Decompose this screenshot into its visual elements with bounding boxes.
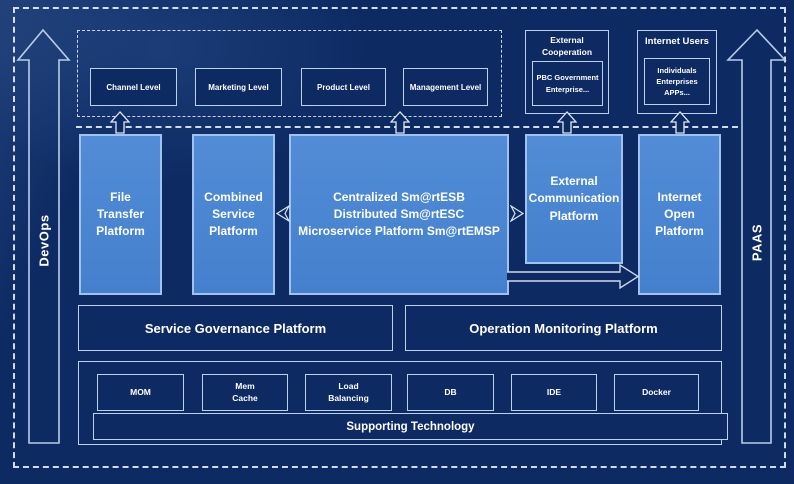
- external-cooperation-members-box: PBC Government Enterprise...: [532, 61, 603, 106]
- tech-box-mem-cache: Mem Cache: [202, 374, 288, 411]
- governance-label: Service Governance Platform: [144, 320, 327, 336]
- platform-internet-open: Internet Open Platform: [638, 134, 721, 295]
- outer-dashed-frame: [13, 7, 786, 468]
- devops-arrow-icon: [16, 28, 71, 444]
- internet-users-members-box: Individuals Enterprises APPs...: [644, 58, 710, 105]
- platform-file-transfer: File Transfer Platform: [79, 134, 162, 295]
- supporting-technology-bar: Supporting Technology: [93, 413, 728, 440]
- tech-box-docker: Docker: [614, 374, 699, 411]
- long-right-arrow-icon: [507, 263, 640, 290]
- platform-label: Centralized Sm@rtESB Distributed Sm@rtES…: [298, 189, 500, 239]
- external-cooperation-title: External Cooperation: [541, 35, 593, 58]
- level-label: Marketing Level: [208, 82, 269, 92]
- service-governance-platform: Service Governance Platform: [78, 305, 393, 351]
- platform-label: File Transfer Platform: [96, 189, 145, 239]
- tech-box-db: DB: [407, 374, 494, 411]
- platform-label: External Communication Platform: [528, 174, 620, 223]
- tech-label: Mem Cache: [232, 380, 258, 403]
- right-arrow-icon: [509, 205, 524, 222]
- paas-arrow-icon: [726, 28, 787, 444]
- up-arrow-icon: [557, 111, 577, 134]
- tech-label: IDE: [546, 386, 562, 397]
- tech-label: Docker: [642, 386, 671, 397]
- tech-label: Load Balancing: [328, 380, 369, 403]
- level-box-management: Management Level: [403, 68, 488, 106]
- level-label: Management Level: [409, 82, 482, 92]
- tech-box-mom: MOM: [97, 374, 184, 411]
- level-box-channel: Channel Level: [90, 68, 177, 106]
- tech-label: DB: [444, 386, 457, 397]
- tech-box-ide: IDE: [511, 374, 597, 411]
- internet-users-title: Internet Users: [645, 36, 709, 47]
- operation-monitoring-platform: Operation Monitoring Platform: [405, 305, 722, 351]
- external-cooperation-members: PBC Government Enterprise...: [536, 73, 599, 94]
- up-arrow-icon: [110, 111, 130, 134]
- left-arrow-icon: [276, 205, 290, 222]
- horizontal-dashed-line: [76, 126, 738, 128]
- paas-rail-label: PAAS: [749, 223, 765, 262]
- level-box-marketing: Marketing Level: [195, 68, 282, 106]
- devops-rail-label: DevOps: [36, 214, 52, 267]
- platform-external-communication: External Communication Platform: [525, 134, 623, 264]
- level-box-product: Product Level: [301, 68, 386, 106]
- tech-label: MOM: [130, 386, 151, 397]
- levels-dashed-box: [77, 30, 502, 117]
- up-arrow-icon: [670, 111, 690, 134]
- platform-esb: Centralized Sm@rtESB Distributed Sm@rtES…: [289, 134, 509, 295]
- platform-label: Combined Service Platform: [204, 189, 263, 239]
- level-label: Product Level: [317, 82, 370, 92]
- supporting-technology-label: Supporting Technology: [346, 420, 475, 433]
- platform-label: Internet Open Platform: [655, 189, 704, 239]
- up-arrow-icon: [390, 111, 410, 134]
- internet-users-members: Individuals Enterprises APPs...: [656, 65, 698, 98]
- monitoring-label: Operation Monitoring Platform: [469, 320, 658, 336]
- level-label: Channel Level: [106, 82, 161, 92]
- platform-combined-service: Combined Service Platform: [192, 134, 275, 295]
- tech-box-load-balancing: Load Balancing: [305, 374, 392, 411]
